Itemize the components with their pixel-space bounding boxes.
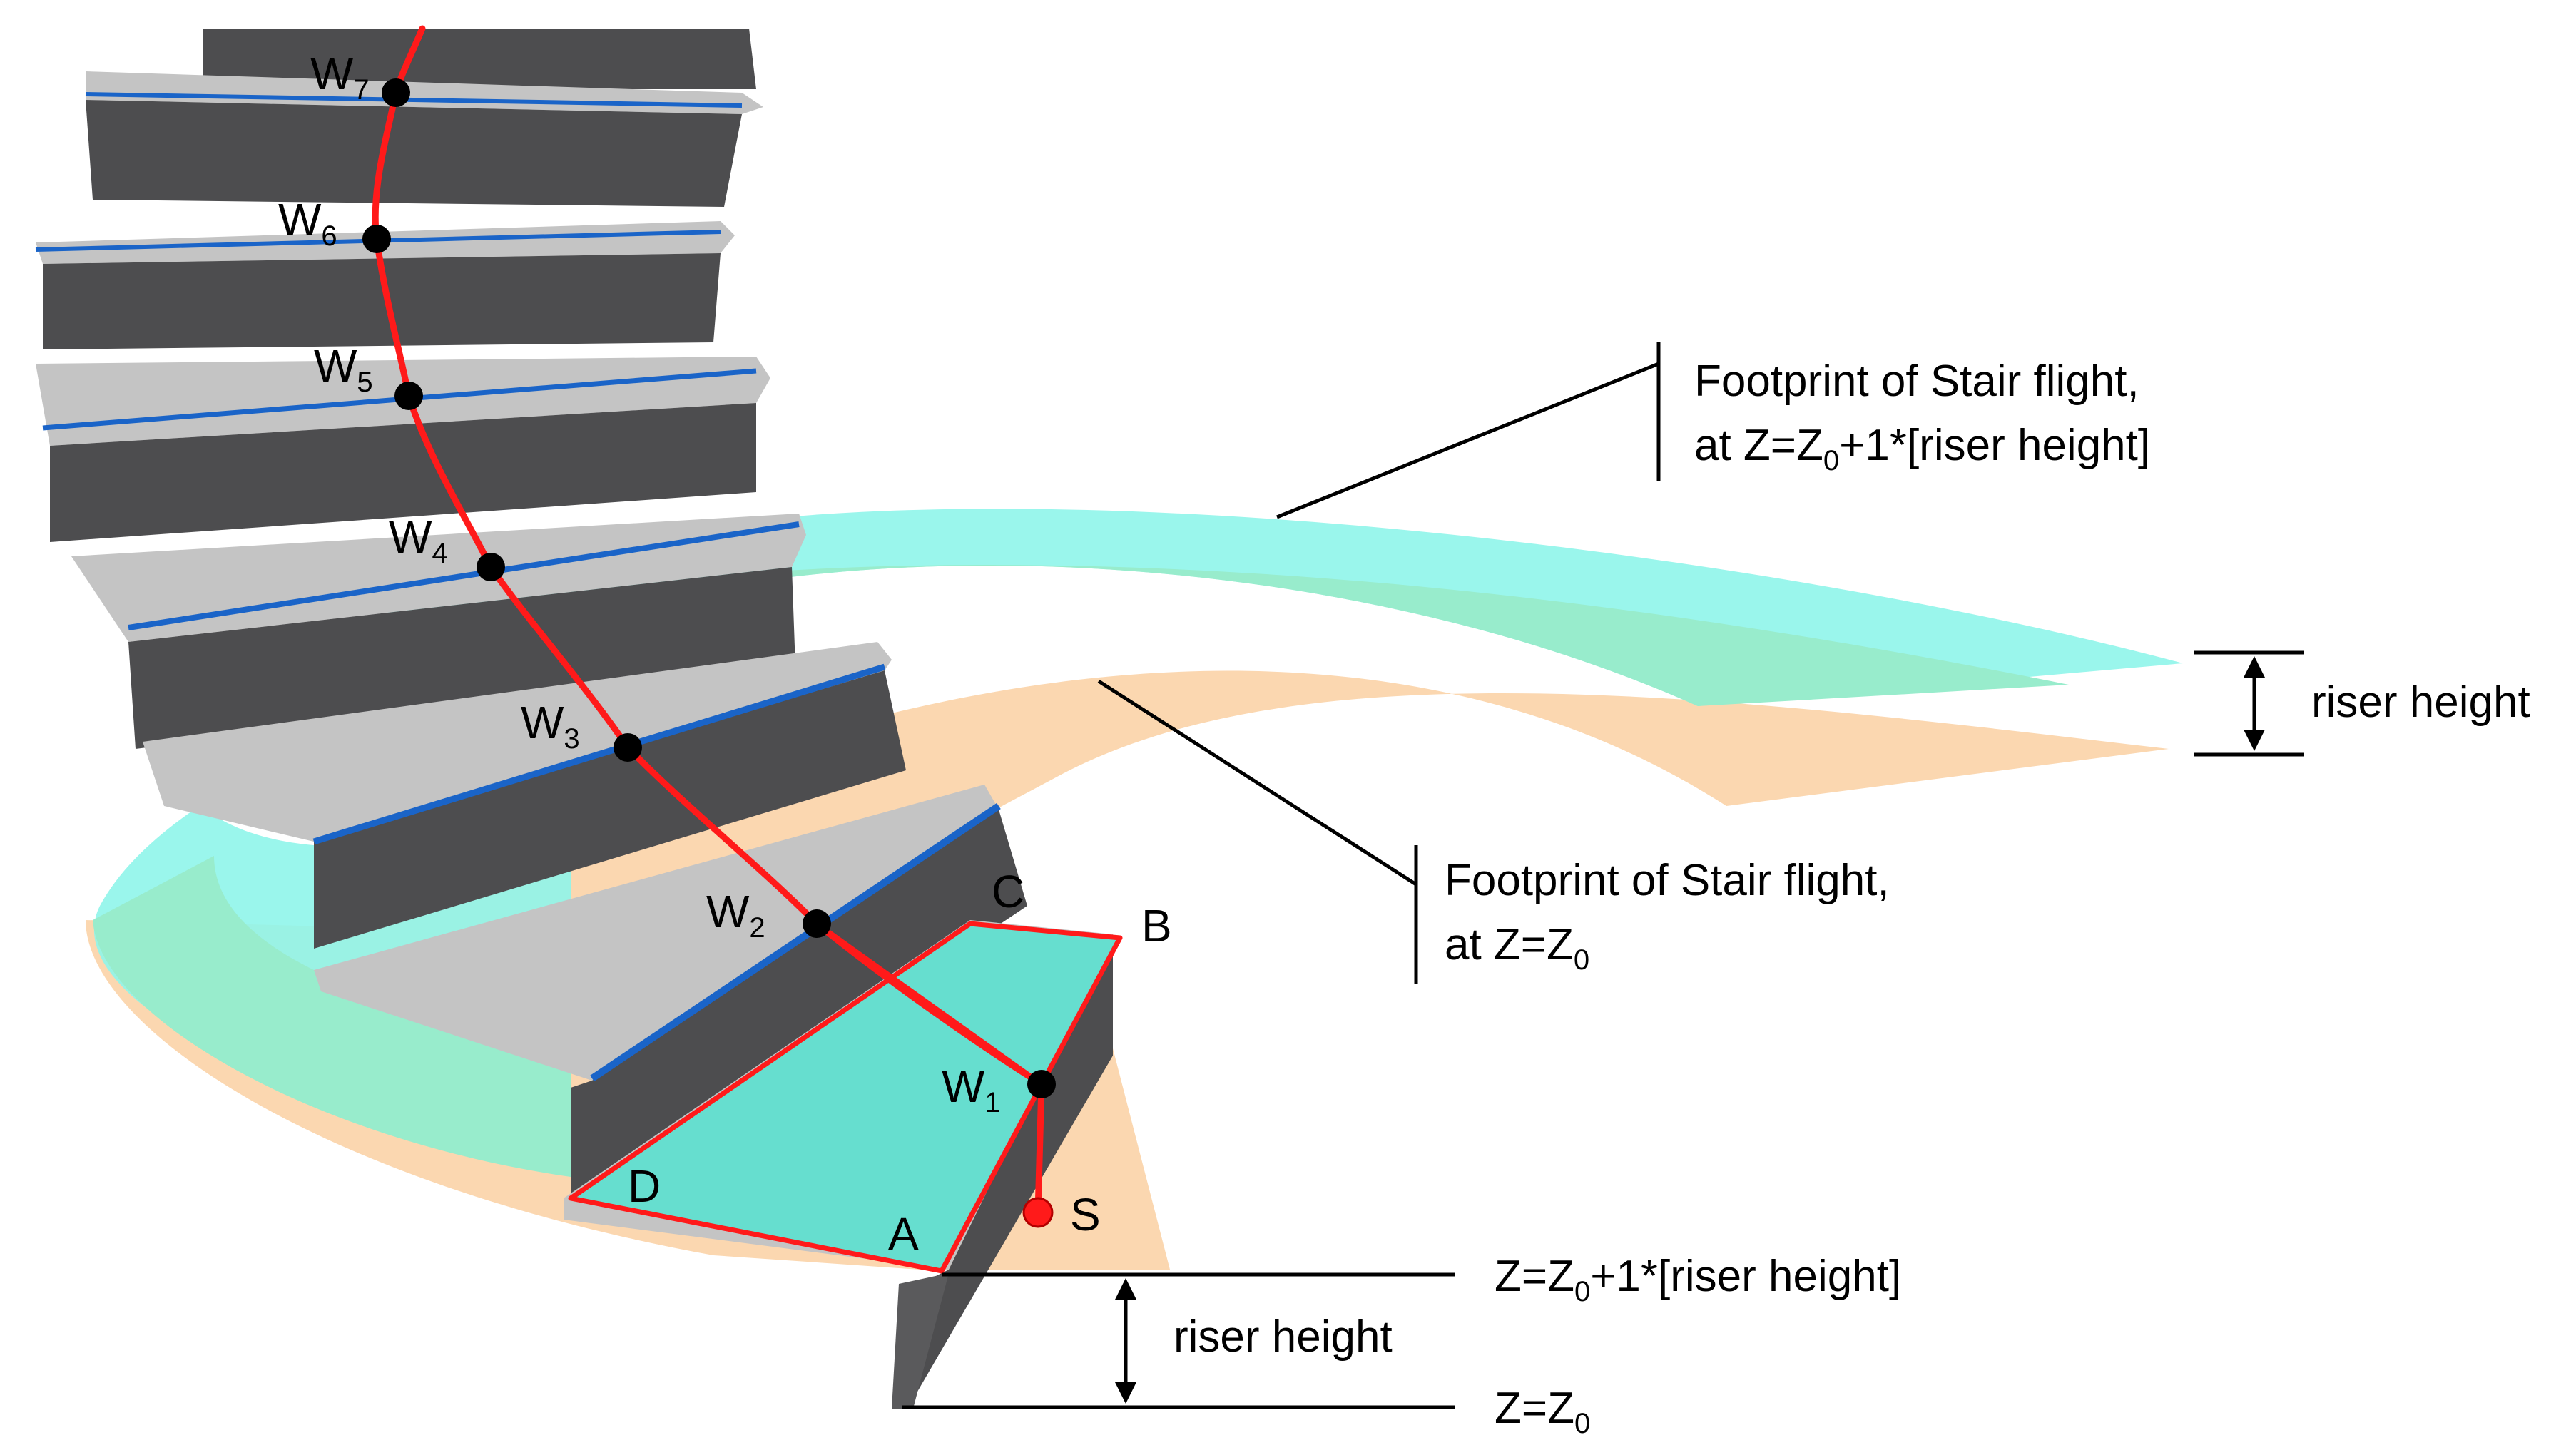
lower-footprint-line2: at Z=Z0 [1445,920,1589,976]
waypoint-w2-dot [803,909,831,938]
lower-footprint-line1: Footprint of Stair flight, [1445,856,1890,905]
start-s-label: S [1070,1189,1101,1240]
corner-a-label: A [888,1208,919,1260]
footprint-overlap [93,565,2069,1177]
upper-footprint-callout: Footprint of Stair flight, at Z=Z0+1*[ri… [1276,342,2150,519]
waypoint-w3-label: W3 [521,697,580,755]
waypoint-w1-label: W1 [942,1061,1001,1118]
waypoint-w5-label: W5 [314,340,373,398]
first-tread-region [568,921,1123,1274]
waypoint-w7-dot [382,78,410,107]
corner-b-label: B [1141,900,1172,951]
waypoint-w2-label: W2 [706,886,765,944]
waypoint-w4-dot [477,553,505,581]
waypoint-w6-dot [362,225,391,253]
z-upper-label: Z=Z0+1*[riser height] [1495,1252,1901,1307]
waypoint-w3-dot [614,733,642,762]
upper-footprint-line2: at Z=Z0+1*[riser height] [1694,421,2150,476]
waypoint-w7-label: W7 [310,48,370,106]
stair-steps [35,29,1113,1409]
waypoint-w5-dot [394,382,423,410]
z-lower-label: Z=Z0 [1495,1384,1590,1439]
corner-c-label: C [992,866,1024,917]
waypoint-markers [362,78,1056,1228]
right-riser-dimension: riser height [2194,650,2530,757]
waypoint-w1-dot [1027,1070,1056,1098]
upper-footprint-line1: Footprint of Stair flight, [1694,357,2139,406]
riser-height-right-label: riser height [2311,678,2530,727]
waypoint-w6-label: W6 [278,194,337,252]
riser-height-bottom-label: riser height [1174,1312,1393,1362]
corner-d-label: D [628,1160,661,1212]
corner-labels: C B D A S [628,866,1172,1260]
start-point-dot [1022,1197,1054,1228]
waypoint-w4-label: W4 [389,511,448,569]
bottom-riser-dimension: riser height Z=Z0+1*[riser height] Z=Z0 [902,1252,1901,1439]
waypoint-labels: W7 W6 W5 W4 W3 W2 W1 [278,48,1001,1118]
lower-footprint-callout: Footprint of Stair flight, at Z=Z0 [1097,679,1890,984]
